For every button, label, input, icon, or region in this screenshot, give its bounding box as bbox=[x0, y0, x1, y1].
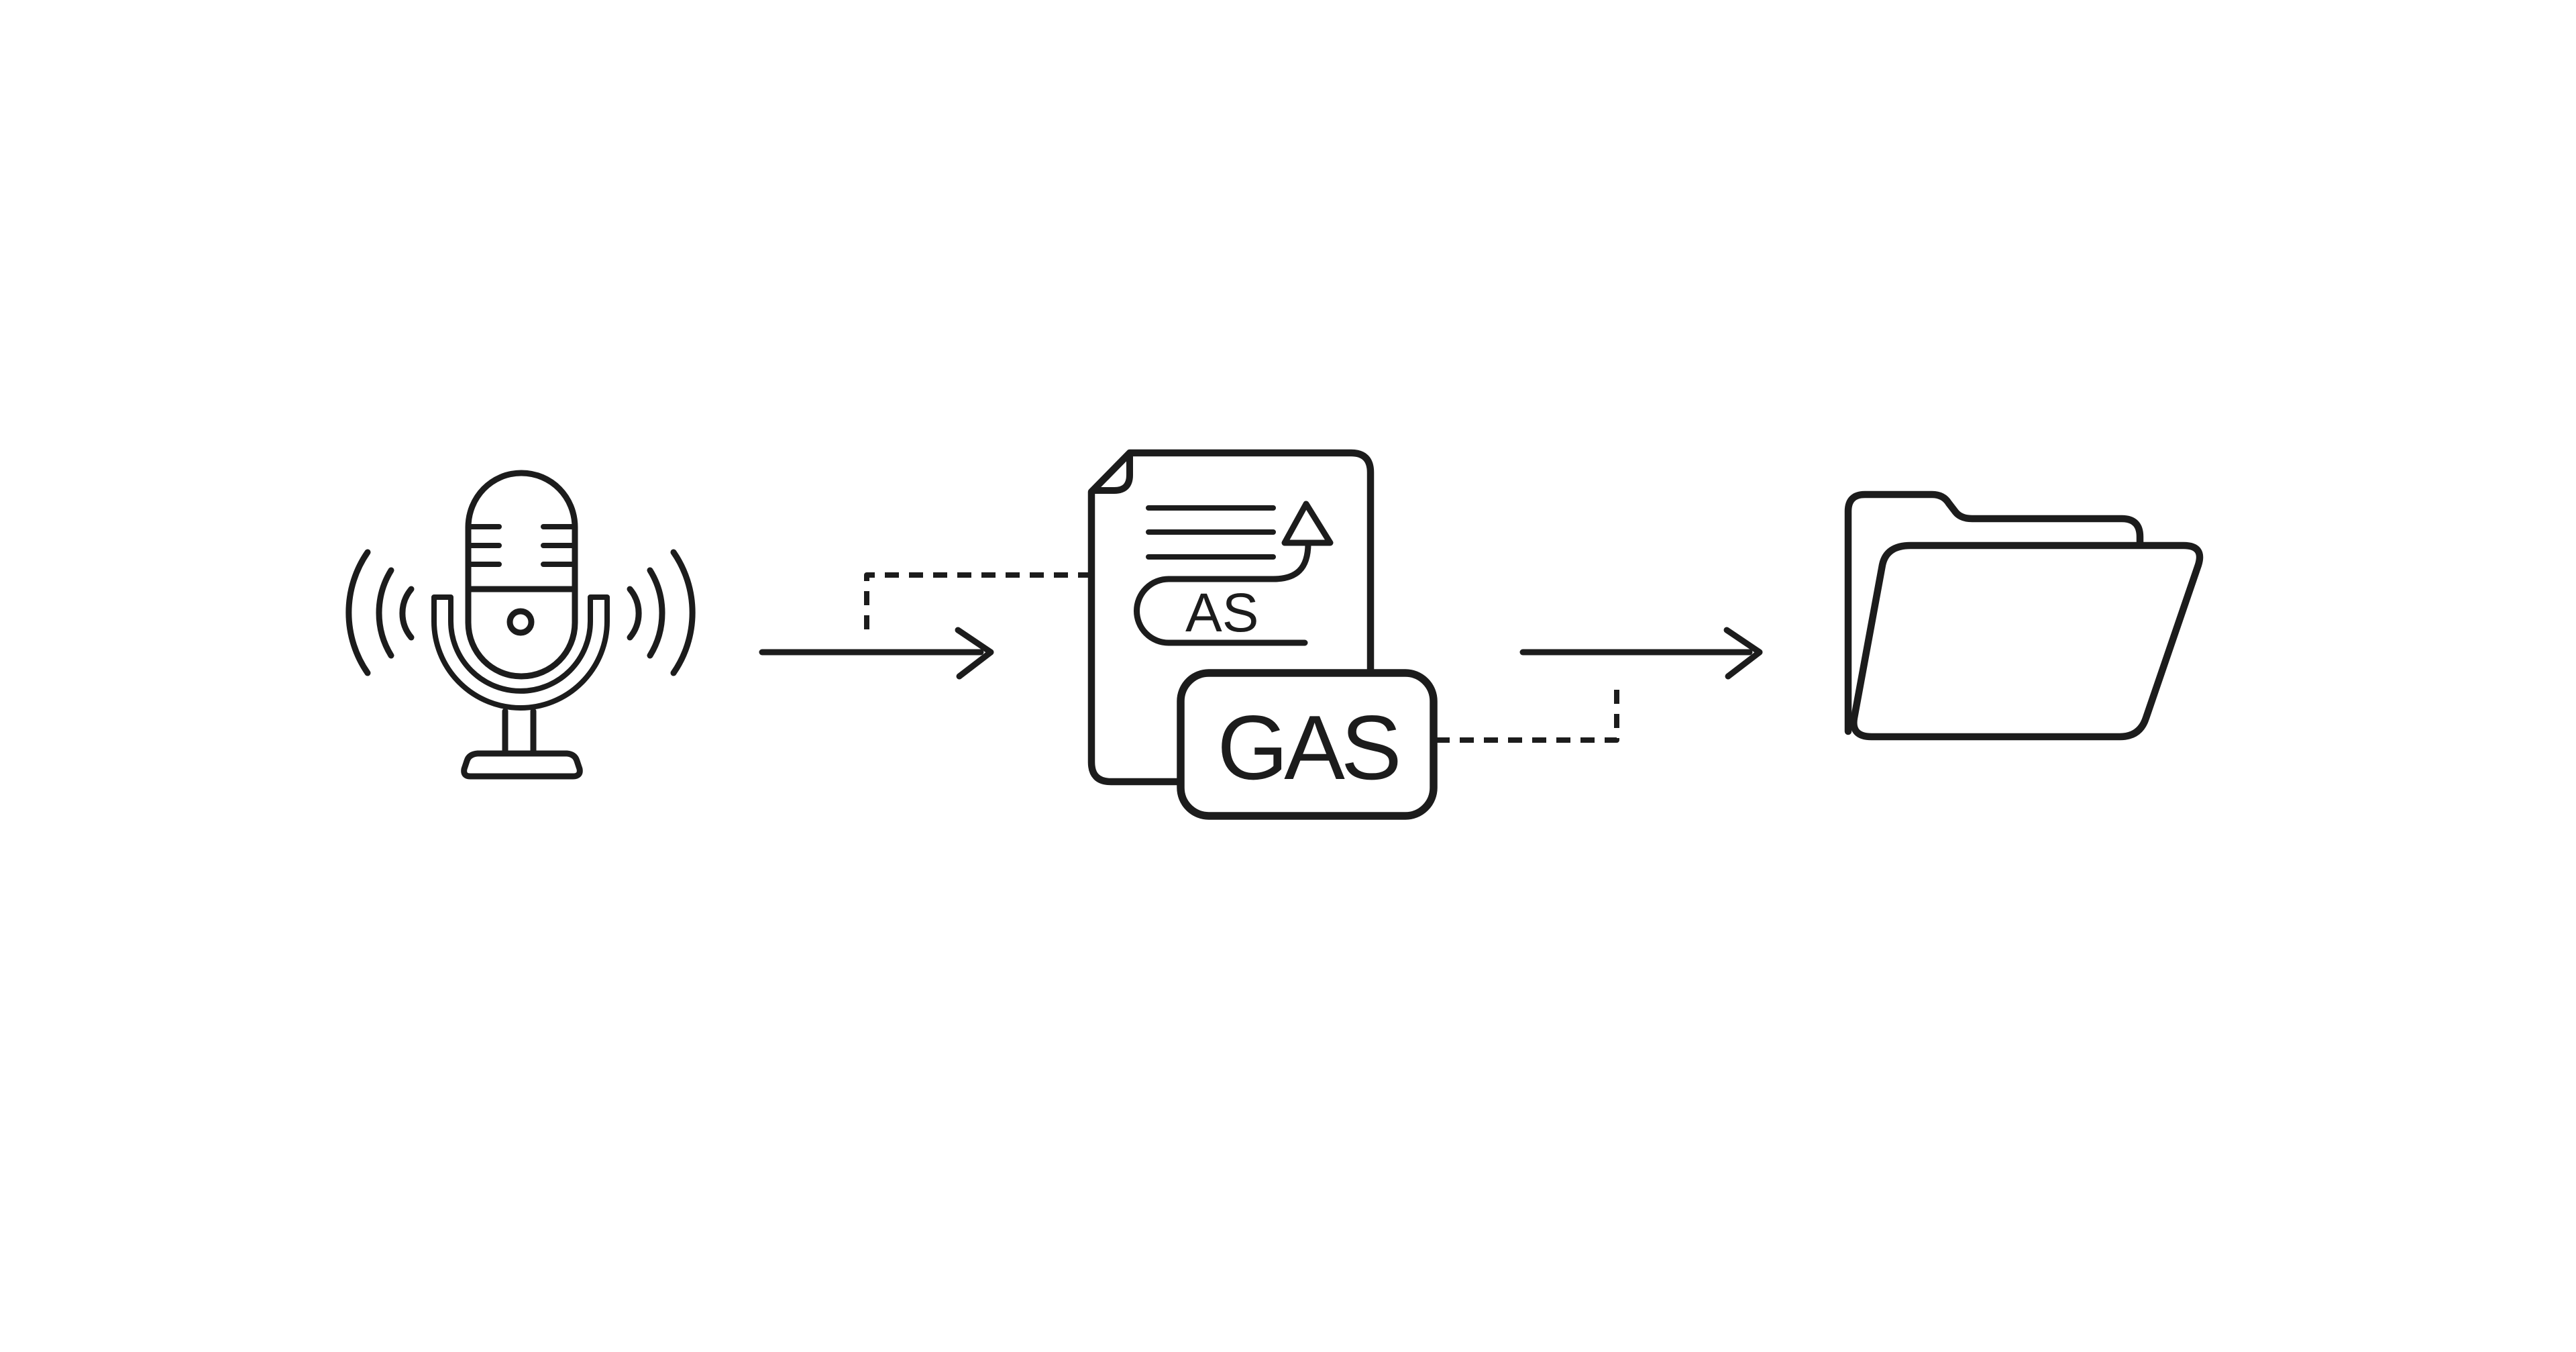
sound-waves-right-icon bbox=[627, 549, 696, 676]
folder-back-tab bbox=[1844, 490, 2144, 735]
text-lines-icon bbox=[1146, 505, 1276, 560]
gas-badge bbox=[1177, 669, 1438, 820]
folder-front-panel bbox=[1850, 541, 2204, 741]
gas-badge-label: GAS bbox=[1217, 696, 1397, 798]
as-pill-icon bbox=[1134, 576, 1308, 646]
microphone-icon bbox=[345, 470, 696, 780]
sound-waves-left-icon bbox=[345, 549, 415, 676]
dashed-elbow-connector-right bbox=[1436, 684, 1619, 743]
arrow-mic-to-script-icon bbox=[759, 627, 994, 680]
folder-icon bbox=[1844, 490, 2204, 741]
as-inline-tag: AS bbox=[1185, 582, 1258, 643]
up-arrowhead-icon bbox=[1281, 501, 1334, 546]
swoosh-curve-icon bbox=[1270, 540, 1311, 582]
folded-corner-icon bbox=[1091, 452, 1133, 494]
arrow-script-to-folder-icon bbox=[1519, 627, 1763, 680]
dashed-elbow-connector-left bbox=[864, 572, 1089, 629]
script-file-icon: AS GAS bbox=[1087, 449, 1438, 820]
